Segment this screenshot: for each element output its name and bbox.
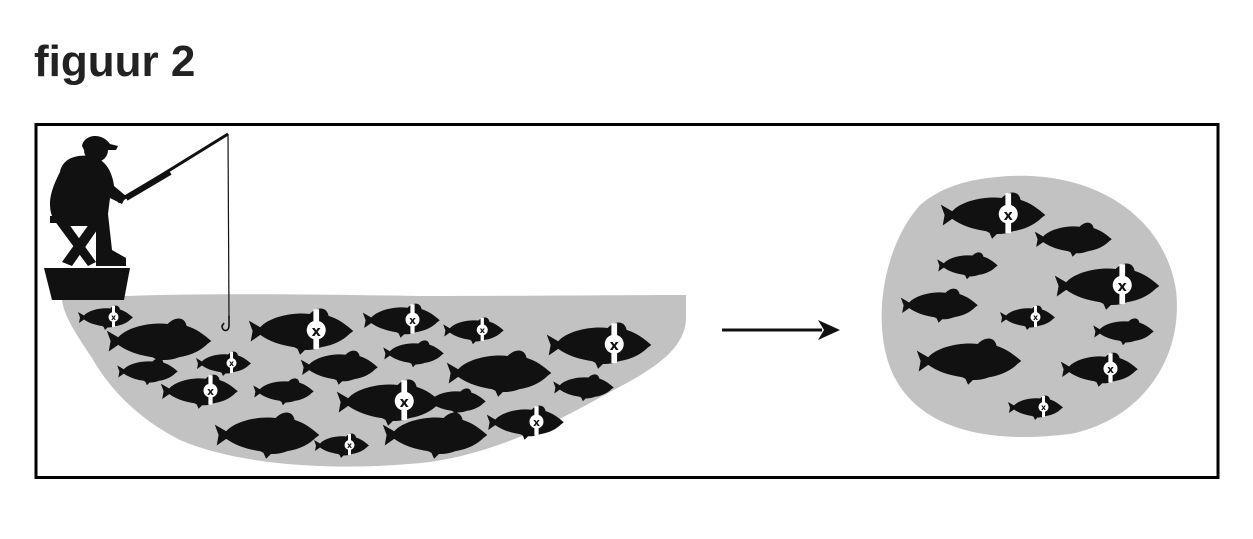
marked-fish-icon: x — [1000, 305, 1055, 330]
tag-label: x — [400, 395, 409, 411]
tag-label: x — [1107, 364, 1114, 376]
tag-marker — [108, 312, 119, 322]
marked-fish-icon: x — [160, 374, 238, 409]
figure-title: figuur 2 — [34, 37, 196, 86]
marked-fish-icon: x — [196, 351, 251, 376]
tag-marker — [529, 414, 544, 429]
tag-label: x — [1004, 208, 1013, 224]
tag-label: x — [312, 324, 321, 340]
marked-fish-icon: x — [336, 379, 442, 426]
marked-fish-icon: x — [1008, 395, 1063, 420]
tag-label: x — [347, 441, 352, 450]
fishing-rod-icon — [117, 132, 230, 319]
tag-label: x — [480, 325, 486, 335]
tag-marker — [1030, 312, 1041, 322]
marked-fish-group: x x x x x x x x x x x x x x x — [78, 192, 1160, 458]
marked-fish-icon: x — [546, 322, 652, 369]
tag-marker — [394, 391, 414, 411]
tag-label: x — [111, 313, 116, 322]
tag-label: x — [533, 417, 540, 429]
marked-fish-icon: x — [443, 317, 504, 345]
tag-marker — [1103, 361, 1118, 376]
tag-label: x — [610, 338, 619, 354]
tag-marker — [998, 204, 1018, 224]
diagram-frame — [34, 123, 1220, 479]
marked-fish-icon: x — [248, 308, 354, 355]
tag-marker — [203, 383, 218, 398]
arrow-right-icon — [722, 320, 840, 340]
tag-marker — [405, 312, 420, 327]
tag-label: x — [229, 359, 234, 368]
marked-fish-icon: x — [486, 405, 564, 440]
tag-marker — [604, 334, 624, 354]
marked-fish-icon: x — [1060, 352, 1138, 387]
tag-label: x — [1118, 279, 1127, 295]
tag-marker — [344, 440, 355, 450]
tag-marker — [226, 358, 237, 368]
tag-marker — [1112, 275, 1132, 295]
marked-fish-icon: x — [78, 305, 133, 330]
tag-label: x — [1041, 403, 1046, 412]
tag-marker — [306, 320, 326, 340]
angler-icon — [44, 135, 130, 300]
tag-label: x — [207, 386, 214, 398]
hook-icon — [221, 316, 230, 332]
marked-fish-icon: x — [1054, 263, 1160, 310]
tag-label: x — [409, 315, 416, 327]
marked-fish-icon: x — [940, 192, 1046, 239]
tag-label: x — [1033, 313, 1038, 322]
tag-marker — [476, 324, 488, 336]
marked-fish-icon: x — [314, 433, 369, 458]
tag-marker — [1038, 402, 1049, 412]
marked-fish-icon: x — [362, 303, 440, 338]
